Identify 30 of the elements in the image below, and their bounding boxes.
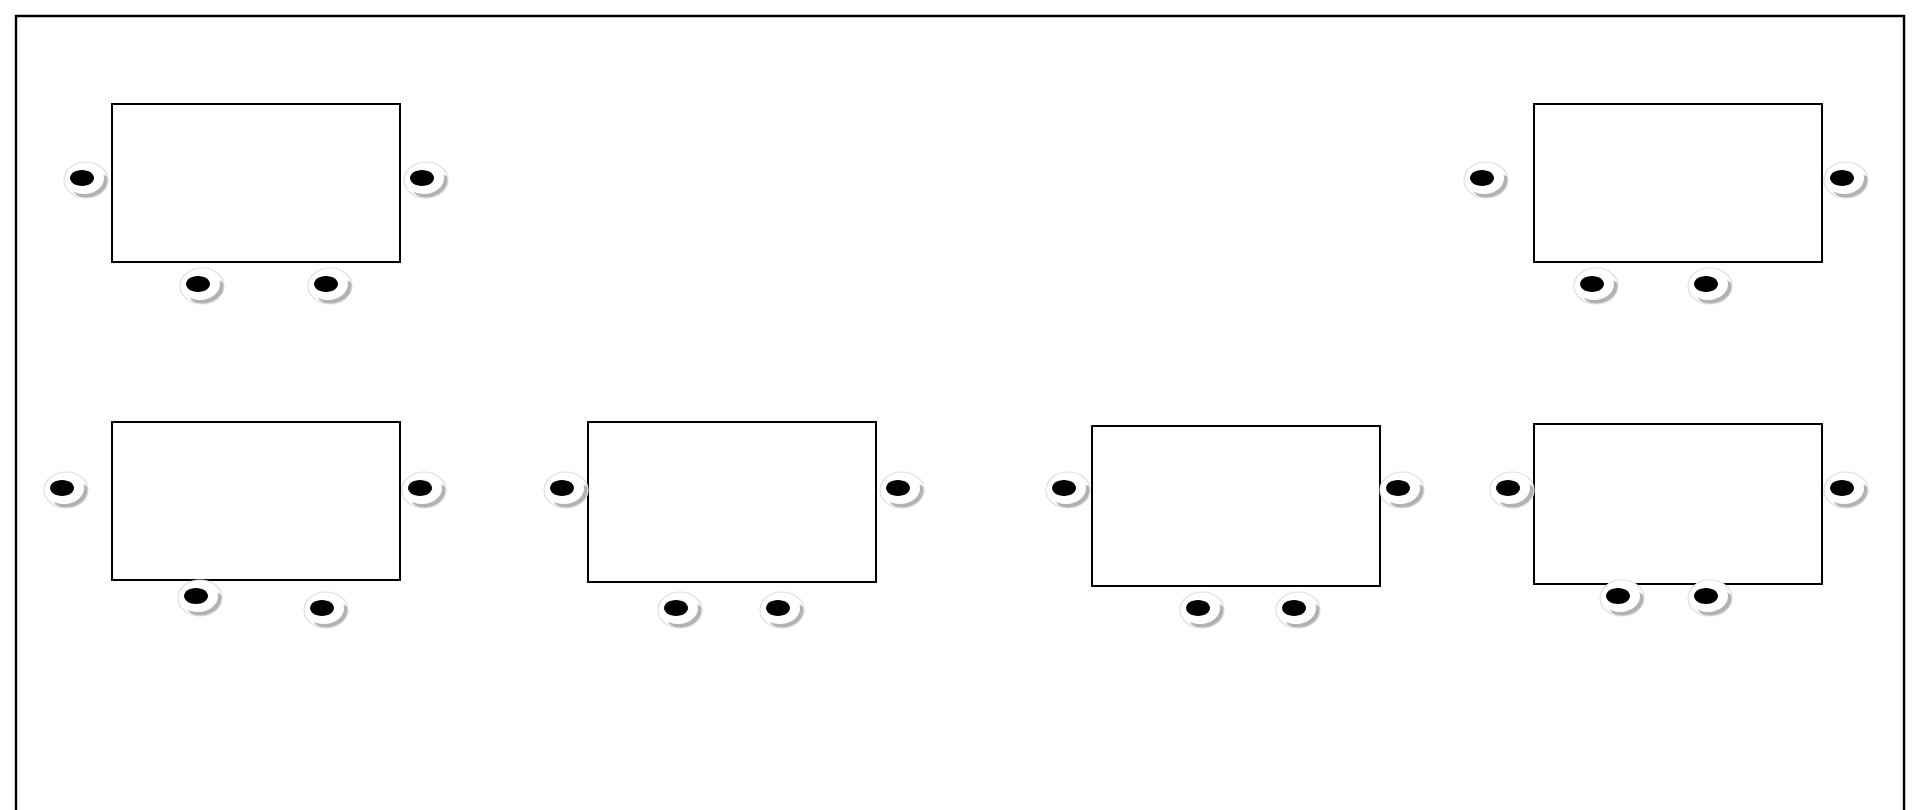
port-circle bbox=[1463, 161, 1509, 199]
port-circle bbox=[759, 591, 805, 629]
port-circle bbox=[303, 591, 349, 629]
port-circle bbox=[1275, 591, 1321, 629]
port-circle bbox=[1823, 471, 1869, 509]
port-circle bbox=[1823, 161, 1869, 199]
component-box bbox=[587, 421, 877, 583]
component-box bbox=[1091, 425, 1381, 587]
port-circle bbox=[1687, 579, 1733, 617]
port-circle bbox=[1599, 579, 1645, 617]
component-box bbox=[1533, 423, 1823, 585]
port-circle bbox=[307, 267, 353, 305]
port-circle bbox=[657, 591, 703, 629]
component-box bbox=[111, 103, 401, 263]
port-circle bbox=[1179, 591, 1225, 629]
port-circle bbox=[63, 161, 109, 199]
port-circle bbox=[1687, 267, 1733, 305]
port-circle bbox=[543, 471, 589, 509]
port-circle bbox=[403, 161, 449, 199]
port-circle bbox=[401, 471, 447, 509]
component-box bbox=[111, 421, 401, 581]
port-circle bbox=[1045, 471, 1091, 509]
port-circle bbox=[177, 579, 223, 617]
port-circle bbox=[1489, 471, 1535, 509]
port-circle bbox=[1573, 267, 1619, 305]
port-circle bbox=[1379, 471, 1425, 509]
port-circle bbox=[879, 471, 925, 509]
port-circle bbox=[43, 471, 89, 509]
component-box bbox=[1533, 103, 1823, 263]
port-circle bbox=[179, 267, 225, 305]
